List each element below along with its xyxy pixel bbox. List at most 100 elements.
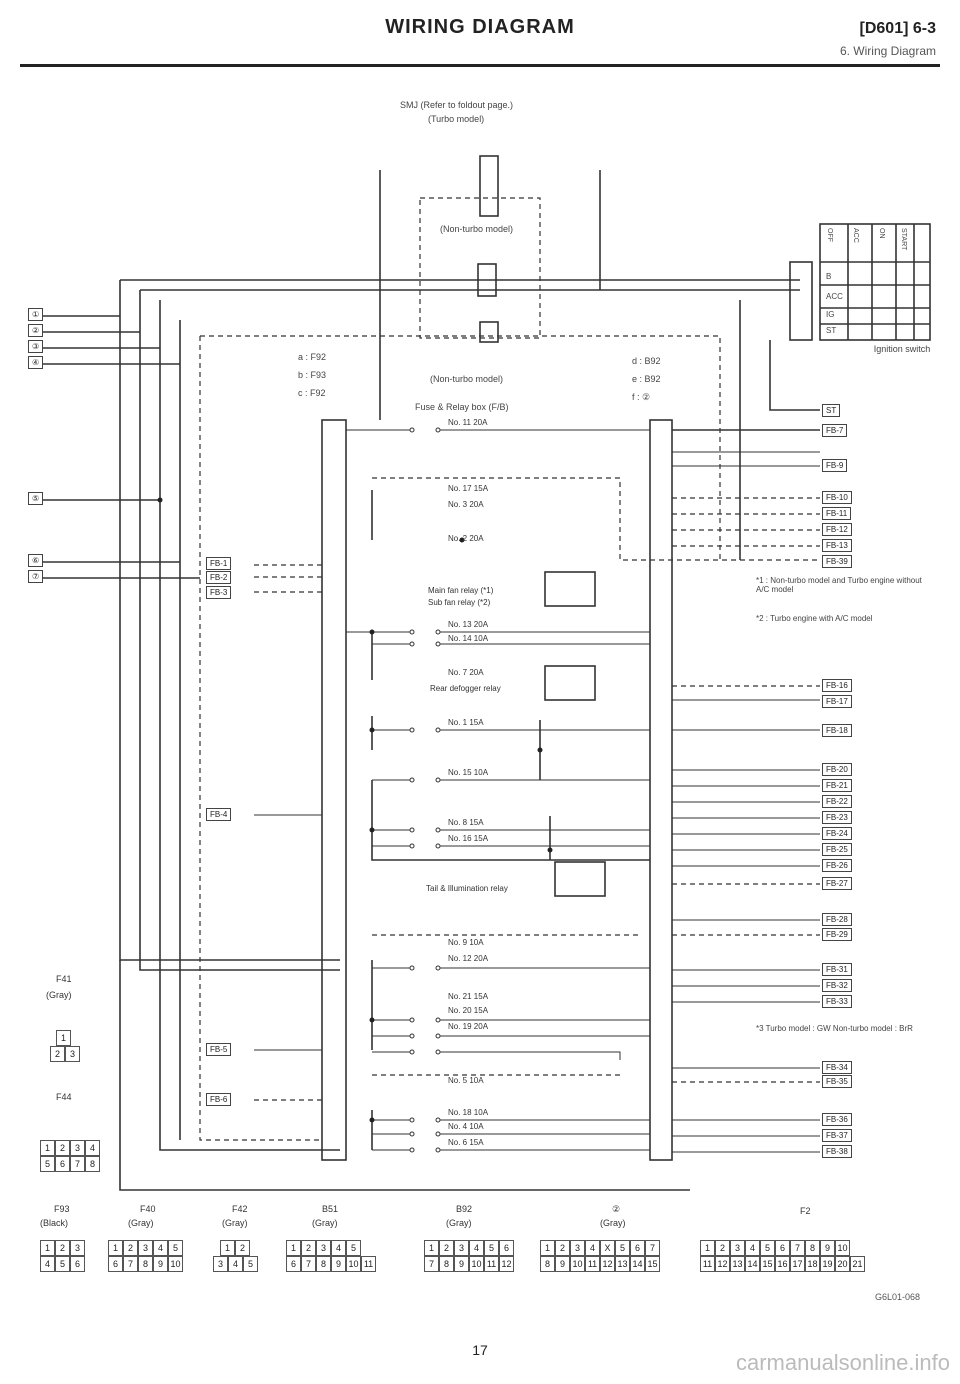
fuse-3: No. 3 20A (448, 500, 484, 509)
fuse-17: No. 17 15A (448, 484, 489, 493)
non-turbo-model-label-2: (Non-turbo model) (430, 374, 504, 384)
ign-row-st: ST (826, 326, 837, 335)
fuse-12: No. 12 20A (448, 954, 489, 963)
ign-pos-off: OFF (826, 228, 833, 242)
key-a: a : F92 (298, 352, 327, 362)
fb-6-box: FB-6 (206, 1093, 232, 1106)
fb-4-box: FB-4 (206, 808, 232, 821)
main-fan-relay: Main fan relay (*1) (428, 586, 494, 595)
fb-1-box: FB-1 (206, 557, 232, 570)
fuse-1: No. 1 15A (448, 718, 484, 727)
conn-f42-id: F42 (232, 1204, 248, 1214)
fb-37-box: FB-37 (822, 1129, 852, 1142)
fb-33-box: FB-33 (822, 995, 852, 1008)
conn-f41-color: (Gray) (46, 990, 72, 1000)
conn-f41-id: F41 (56, 974, 72, 984)
page-number: 17 (472, 1342, 488, 1358)
conn-f41-pins-top: 1 (56, 1030, 71, 1046)
fb-17-box: FB-17 (822, 695, 852, 708)
marker-2: ② (28, 324, 44, 337)
fb-20-box: FB-20 (822, 763, 852, 776)
fb-7-box: FB-7 (822, 424, 848, 437)
fuse-13: No. 13 20A (448, 620, 489, 629)
ign-row-b: B (826, 272, 832, 281)
fuse-11: No. 11 20A (448, 418, 488, 427)
ignition-switch-label: Ignition switch (873, 344, 931, 354)
ign-row-ig: IG (826, 310, 835, 319)
fb-35-box: FB-35 (822, 1075, 852, 1088)
fb-39-box: FB-39 (822, 555, 852, 568)
header-rule (20, 64, 940, 67)
conn-2-color: (Gray) (600, 1218, 626, 1228)
fb-st-box: ST (822, 404, 841, 417)
fb-12-box: FB-12 (822, 523, 852, 536)
page-title: WIRING DIAGRAM (385, 16, 575, 38)
fb-5-box: FB-5 (206, 1043, 232, 1056)
rear-defogger-relay: Rear defogger relay (430, 684, 501, 693)
fb-25-box: FB-25 (822, 843, 852, 856)
fuse-16: No. 16 15A (448, 834, 489, 843)
conn-f40-id: F40 (140, 1204, 156, 1214)
fb-9-box: FB-9 (822, 459, 848, 472)
conn-f93-color: (Black) (40, 1218, 69, 1228)
fb-13-box: FB-13 (822, 539, 852, 552)
marker-5: ⑤ (28, 492, 44, 505)
watermark: carmanualsonline.info (735, 1350, 950, 1375)
fuse-18: No. 18 10A (448, 1108, 489, 1117)
fb-26-box: FB-26 (822, 859, 852, 872)
tail-illumination-relay: Tail & Illumination relay (426, 884, 508, 893)
fb-24-box: FB-24 (822, 827, 852, 840)
fuse-19: No. 19 20A (448, 1022, 489, 1031)
fuse-9: No. 9 10A (448, 938, 484, 947)
marker-3: ③ (28, 340, 44, 353)
fuse-2: No. 2 20A (448, 534, 484, 543)
non-turbo-model-label: (Non-turbo model) (440, 224, 514, 234)
ign-pos-acc: ACC (852, 228, 859, 243)
conn-f2-id: F2 (800, 1206, 811, 1216)
conn-b92-id: B92 (456, 1204, 473, 1214)
conn-f93-id: F93 (54, 1204, 70, 1214)
fb-18-box: FB-18 (822, 724, 852, 737)
marker-7: ⑦ (28, 570, 44, 583)
ign-row-acc: ACC (826, 292, 843, 301)
fb-22-box: FB-22 (822, 795, 852, 808)
fb-34-box: FB-34 (822, 1061, 852, 1074)
marker-1: ① (28, 308, 44, 321)
turbo-model-label: (Turbo model) (428, 114, 485, 124)
note-1: *1 : Non-turbo model and Turbo engine wi… (756, 576, 922, 594)
section-code: [D601] 6-3 (859, 20, 936, 37)
fb-2-box: FB-2 (206, 571, 232, 584)
fb-10-box: FB-10 (822, 491, 852, 504)
fb-31-box: FB-31 (822, 963, 852, 976)
key-d: d : B92 (632, 356, 661, 366)
conn-b92-color: (Gray) (446, 1218, 472, 1228)
note-3: *3 Turbo model : GW Non-turbo model : Br… (756, 1024, 913, 1033)
fb-38-box: FB-38 (822, 1145, 852, 1158)
fb-29-box: FB-29 (822, 928, 852, 941)
conn-b51-color: (Gray) (312, 1218, 338, 1228)
fb-21-box: FB-21 (822, 779, 852, 792)
figure-code: G6L01-068 (874, 1292, 920, 1302)
conn-f40-color: (Gray) (128, 1218, 154, 1228)
fuse-6: No. 6 15A (448, 1138, 484, 1147)
sub-fan-relay: Sub fan relay (*2) (428, 598, 491, 607)
fuse-7: No. 7 20A (448, 668, 484, 677)
fb-16-box: FB-16 (822, 679, 852, 692)
fb-27-box: FB-27 (822, 877, 852, 890)
key-f: f : ② (632, 392, 651, 402)
